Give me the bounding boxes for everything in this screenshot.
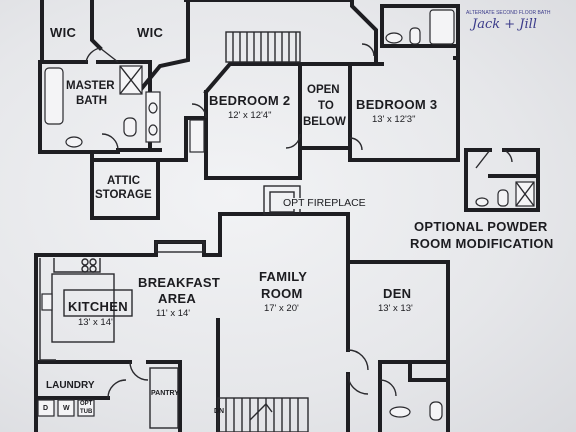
pantry-label: PANTRY bbox=[151, 390, 179, 397]
lower-floor-walls bbox=[34, 185, 450, 432]
bath3-fixtures bbox=[189, 9, 455, 153]
upper-floor-walls bbox=[38, 0, 460, 220]
optional-label-2: ROOM MODIFICATION bbox=[410, 236, 554, 251]
laundry-opt: OPT bbox=[80, 401, 93, 407]
kitchen-size: 13' x 14' bbox=[78, 317, 113, 328]
den-size: 13' x 13' bbox=[378, 303, 413, 314]
laundry-tub: TUB bbox=[80, 409, 93, 415]
master-bath-label-1: MASTER bbox=[66, 80, 115, 92]
bedroom2-size: 12' x 12'4" bbox=[228, 110, 272, 121]
lower-door-swings bbox=[107, 349, 397, 429]
master-bath-fixtures bbox=[44, 65, 161, 148]
open-below-3: BELOW bbox=[303, 116, 346, 128]
den-bath-fixtures bbox=[389, 401, 443, 421]
family-room-label-2: ROOM bbox=[261, 286, 303, 301]
open-below-2: TO bbox=[318, 100, 334, 112]
bedroom2-label: BEDROOM 2 bbox=[209, 93, 291, 108]
door-swings bbox=[85, 43, 375, 151]
laundry-dryer: D bbox=[43, 405, 49, 412]
family-room-label-1: FAMILY bbox=[259, 269, 308, 284]
bedroom3-label: BEDROOM 3 bbox=[356, 97, 438, 112]
open-below-1: OPEN bbox=[307, 84, 340, 96]
wic-left-label: WIC bbox=[50, 25, 77, 40]
handwritten-note-small: ALTERNATE SECOND FLOOR BATH bbox=[466, 10, 551, 16]
stairs-dn-label: DN bbox=[214, 408, 225, 415]
wic-right-label: WIC bbox=[137, 25, 164, 40]
attic-label-2: STORAGE bbox=[95, 189, 152, 201]
den-label: DEN bbox=[383, 286, 412, 301]
lower-stairs bbox=[217, 397, 309, 432]
breakfast-size: 11' x 14' bbox=[156, 308, 191, 319]
optional-powder-inset bbox=[464, 148, 540, 212]
fireplace-label: OPT FIREPLACE bbox=[281, 197, 368, 210]
family-room-size: 17' x 20' bbox=[264, 303, 299, 314]
laundry-appliances bbox=[37, 399, 95, 417]
kitchen-label: KITCHEN bbox=[68, 299, 128, 314]
optional-label-1: OPTIONAL POWDER bbox=[414, 219, 548, 234]
bedroom3-size: 13' x 12'3" bbox=[372, 114, 416, 125]
breakfast-label-2: AREA bbox=[158, 291, 197, 306]
laundry-label: LAUNDRY bbox=[46, 380, 95, 391]
breakfast-label-1: BREAKFAST bbox=[138, 275, 221, 290]
master-bath-label-2: BATH bbox=[76, 95, 108, 107]
laundry-washer: W bbox=[63, 405, 70, 412]
handwritten-note-main: Jack + Jill bbox=[472, 17, 537, 32]
kitchen-counters bbox=[39, 258, 133, 361]
attic-label-1: ATTIC bbox=[107, 175, 141, 187]
upper-stair-treads bbox=[232, 32, 297, 62]
